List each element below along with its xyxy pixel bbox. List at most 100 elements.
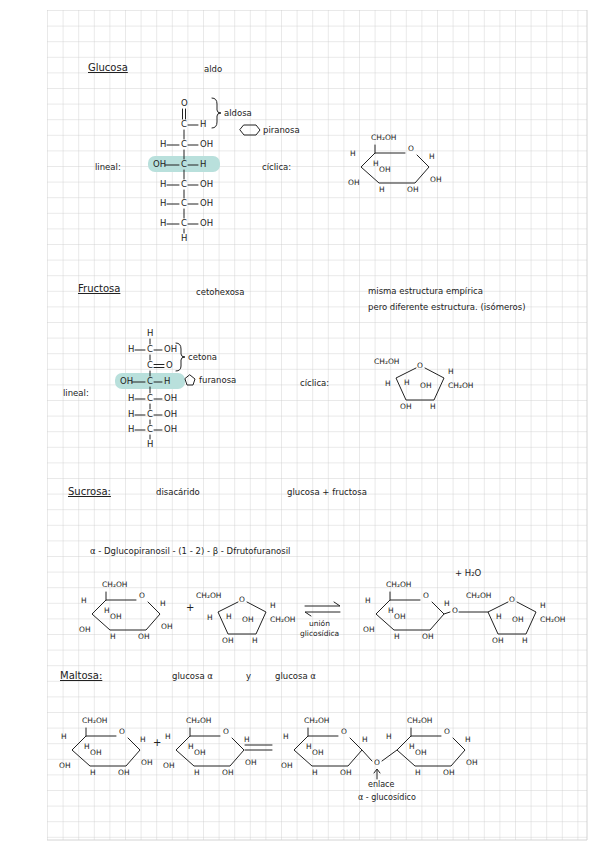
- atom-label: OH: [164, 410, 177, 419]
- ring-atom-label: O: [239, 596, 245, 604]
- atom-label: C: [147, 345, 153, 354]
- note-text: pero diferente estructura. (isómeros): [368, 303, 525, 312]
- ring-atom-label: H: [385, 380, 391, 388]
- atom-label: C: [147, 394, 153, 403]
- ring-atom-label: H: [110, 633, 116, 641]
- atom-label: H: [128, 345, 134, 354]
- ring-atom-label: H: [415, 769, 421, 777]
- atom-label: C: [147, 425, 153, 434]
- ring-atom-label: H: [429, 153, 435, 161]
- ring-atom-label: OH: [281, 762, 293, 770]
- ring-atom-label: OH: [245, 759, 257, 767]
- ring-atom-label: CH₂OH: [407, 717, 432, 725]
- atom-label: C: [147, 410, 153, 419]
- atom-label: C: [181, 199, 187, 208]
- ring-atom-label: CH₂OH: [270, 616, 295, 624]
- ring-atom-label: CH₂OH: [186, 717, 211, 725]
- ring-atom-label: H: [522, 637, 528, 645]
- ring-atom-label: H: [165, 733, 171, 741]
- ring-atom-label: H: [252, 637, 258, 645]
- atom-label: C: [181, 120, 187, 129]
- ring-atom-label: CH₂OH: [304, 717, 329, 725]
- ring-atom-label: OH: [430, 176, 442, 184]
- ring-atom-label: OH: [90, 749, 102, 757]
- atom-label: C: [147, 361, 153, 370]
- section-heading: Sucrosa:: [68, 487, 111, 497]
- ring-atom-label: H: [61, 733, 67, 741]
- atom-label: OH: [164, 394, 177, 403]
- atom-label: H: [128, 410, 134, 419]
- note-text: y: [246, 672, 251, 681]
- ring-atom-label: H: [244, 736, 250, 744]
- note-text: enlace: [368, 781, 394, 789]
- ring-atom-label: OH: [420, 382, 432, 390]
- note-text: α - Dglucopiranosil - (1 - 2) - β - Dfru…: [90, 547, 290, 556]
- atom-label: C: [181, 180, 187, 189]
- ring-atom-label: H: [373, 160, 379, 168]
- note-text: cíclica:: [300, 379, 329, 388]
- atom-label: H: [128, 394, 134, 403]
- ring-atom-label: OH: [222, 637, 234, 645]
- ring-atom-label: O: [452, 607, 458, 615]
- note-text: aldo: [204, 65, 222, 74]
- ring-atom-label: OH: [141, 759, 153, 767]
- ring-atom-label: H: [444, 600, 450, 608]
- ring-atom-label: OH: [242, 616, 254, 624]
- ring-atom-label: OH: [443, 769, 455, 777]
- ring-atom-label: OH: [415, 749, 427, 757]
- note-text: + H₂O: [455, 569, 481, 578]
- ring-atom-label: OH: [512, 616, 524, 624]
- ring-atom-label: OH: [379, 166, 391, 174]
- ring-atom-label: H: [362, 736, 368, 744]
- note-text: lineal:: [95, 163, 121, 172]
- atom-label: H: [181, 234, 187, 243]
- ring-atom-label: H: [207, 614, 213, 622]
- ring-atom-label: O: [408, 145, 414, 153]
- note-text: aldosa: [224, 109, 252, 118]
- note-text: piranosa: [263, 126, 300, 135]
- note-text: glicosídica: [300, 630, 339, 638]
- ring-atom-label: OH: [400, 403, 412, 411]
- ring-atom-label: CH₂OH: [540, 616, 565, 624]
- atom-label: H: [200, 160, 206, 169]
- ring-atom-label: O: [509, 596, 515, 604]
- ring-atom-label: H: [409, 743, 415, 751]
- note-text: lineal:: [63, 389, 89, 398]
- atom-label: H: [164, 377, 170, 386]
- ring-atom-label: H: [388, 607, 394, 615]
- ring-atom-label: OH: [340, 769, 352, 777]
- section-heading: Glucosa: [88, 63, 128, 73]
- ring-atom-label: OH: [222, 769, 234, 777]
- ring-atom-label: H: [350, 150, 356, 158]
- note-text: misma estructura empírica: [368, 287, 483, 296]
- ring-atom-label: O: [119, 728, 125, 736]
- ring-atom-label: OH: [161, 623, 173, 631]
- ring-atom-label: CH₂OH: [196, 592, 221, 600]
- plus-sign: +: [186, 603, 194, 613]
- ring-atom-label: H: [465, 736, 471, 744]
- ring-atom-label: OH: [466, 759, 478, 767]
- ring-atom-label: H: [496, 613, 502, 621]
- atom-label: H: [160, 140, 166, 149]
- grid-paper: [47, 10, 587, 840]
- note-text: disacárido: [156, 488, 200, 497]
- note-text: furanosa: [199, 376, 236, 385]
- atom-label: O: [181, 99, 188, 108]
- ring-atom-label: OH: [492, 637, 504, 645]
- note-text: glucosa α: [172, 672, 213, 681]
- atom-label: H: [128, 425, 134, 434]
- ring-atom-label: H: [90, 769, 96, 777]
- atom-label: OH: [200, 199, 213, 208]
- ring-atom-label: H: [188, 743, 194, 751]
- ring-atom-label: OH: [118, 769, 130, 777]
- ring-atom-label: H: [430, 403, 436, 411]
- ring-atom-label: H: [283, 733, 289, 741]
- ring-atom-label: CH₂OH: [448, 382, 473, 390]
- ring-atom-label: CH₂OH: [82, 717, 107, 725]
- atom-label: H: [200, 120, 206, 129]
- atom-label: H: [147, 440, 153, 449]
- ring-atom-label: H: [312, 769, 318, 777]
- ring-atom-label: OH: [194, 749, 206, 757]
- plus-sign: +: [153, 738, 161, 748]
